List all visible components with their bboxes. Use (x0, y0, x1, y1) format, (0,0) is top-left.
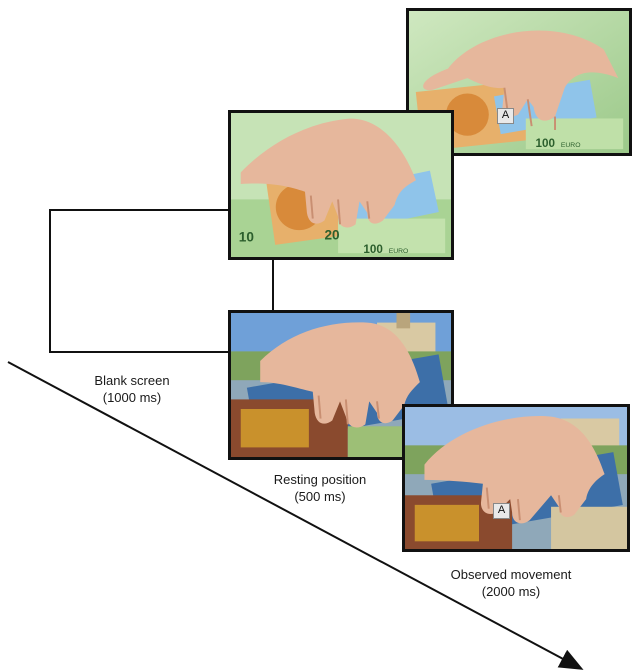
landscape-icon (405, 407, 627, 549)
resting-duration: (500 ms) (250, 488, 390, 505)
key-badge-bottom: A (493, 503, 510, 519)
blank-screen-title: Blank screen (72, 372, 192, 389)
svg-text:100: 100 (363, 243, 382, 256)
observed-title: Observed movement (426, 566, 596, 583)
blank-screen-connector (50, 210, 228, 352)
svg-text:EURO: EURO (561, 142, 581, 149)
banknote-icon: 10 20 100 EURO (231, 113, 451, 257)
svg-text:EURO: EURO (389, 248, 409, 255)
svg-text:20: 20 (324, 228, 339, 243)
frame-banknotes-resting: 10 20 100 EURO (228, 110, 454, 260)
resting-title: Resting position (250, 471, 390, 488)
observed-duration: (2000 ms) (426, 583, 596, 600)
svg-text:10: 10 (239, 230, 254, 245)
frame-landscape-observed: A (402, 404, 630, 552)
label-resting-position: Resting position (500 ms) (250, 471, 390, 505)
key-badge-top: A (497, 108, 514, 124)
label-blank-screen: Blank screen (1000 ms) (72, 372, 192, 406)
note-label-100: 100 (536, 138, 555, 150)
label-observed-movement: Observed movement (2000 ms) (426, 566, 596, 600)
blank-screen-duration: (1000 ms) (72, 389, 192, 406)
